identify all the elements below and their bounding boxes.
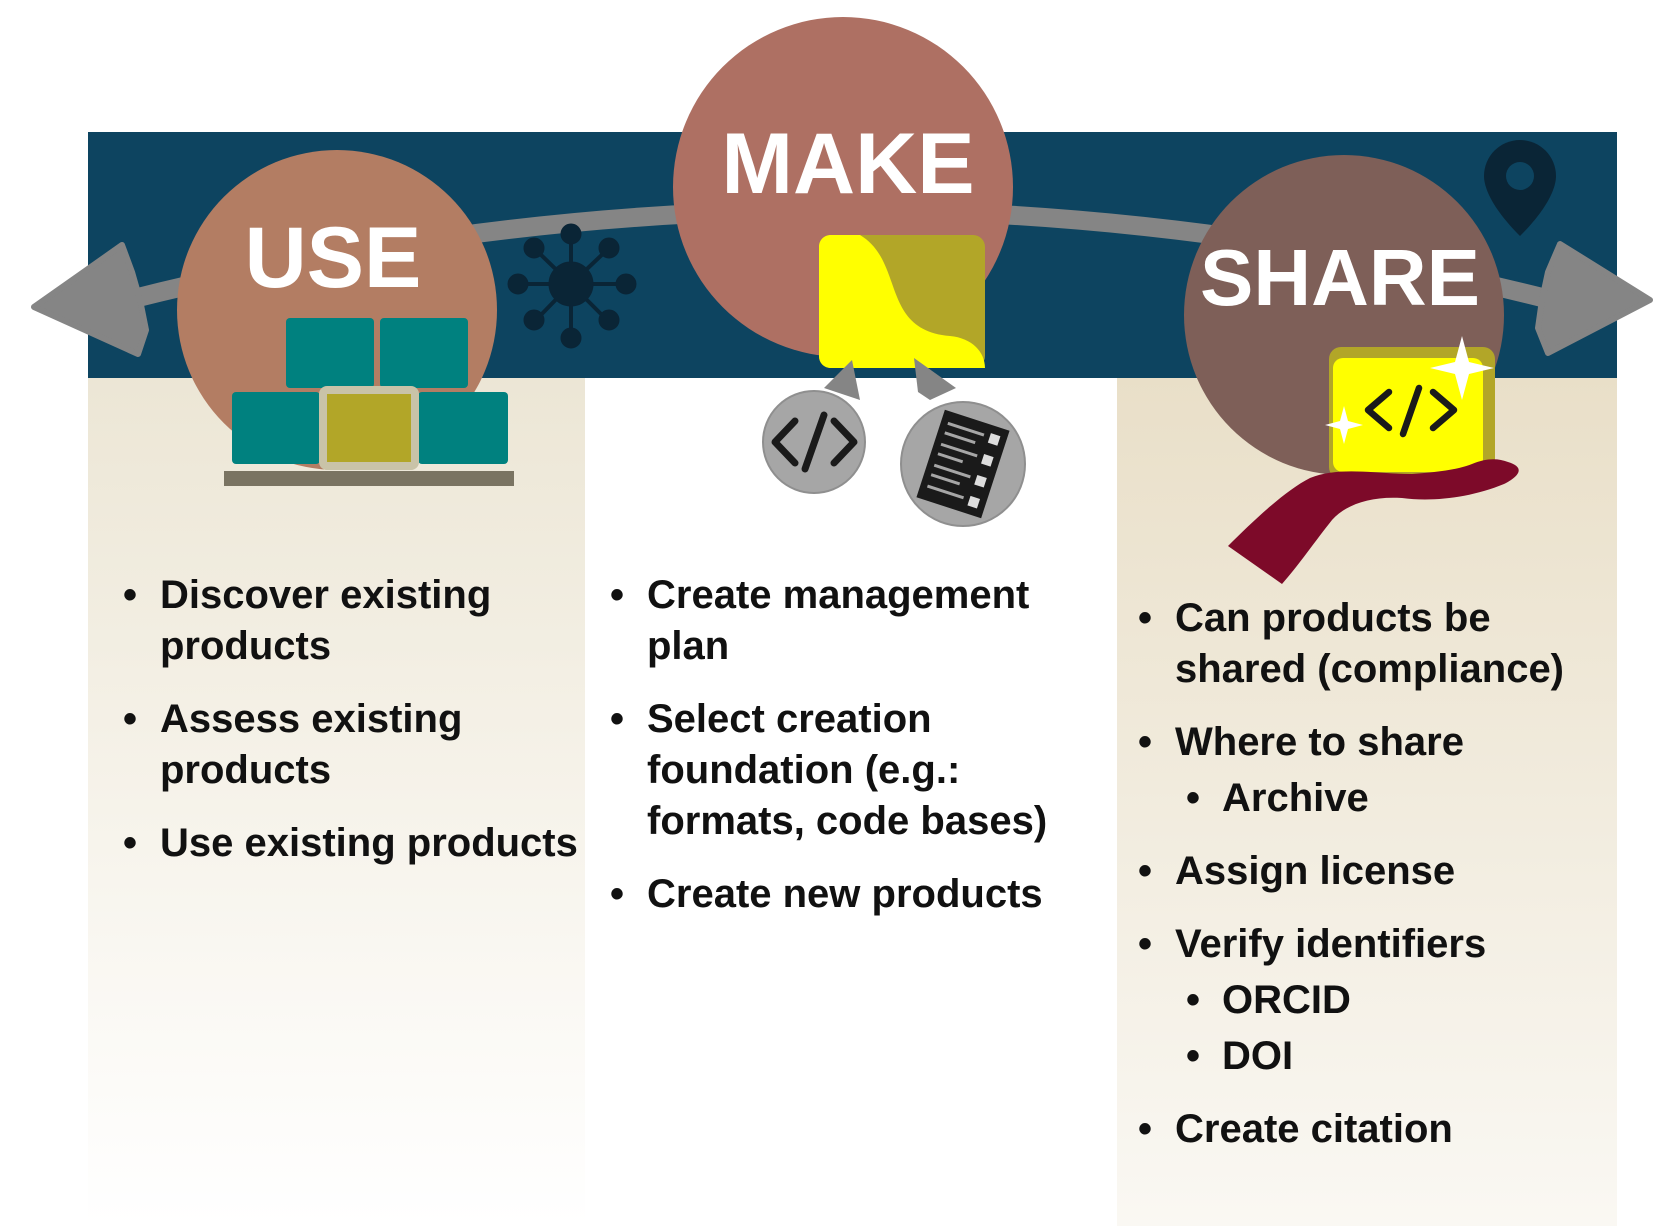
make-branch-arrows xyxy=(824,358,956,400)
list-item: Can products be shared (compliance) xyxy=(1138,593,1616,695)
use-label: USE xyxy=(245,210,422,306)
share-label: SHARE xyxy=(1200,233,1480,322)
list-item: Create management plan xyxy=(610,570,1115,672)
make-task-list: Create management plan Select creation f… xyxy=(610,570,1115,920)
code-icon xyxy=(762,390,866,494)
arrow-head-left xyxy=(31,242,149,357)
sub-list-item: DOI xyxy=(1186,1031,1616,1082)
list-item: Use existing products xyxy=(123,818,583,869)
sub-list: Archive xyxy=(1175,773,1616,824)
sub-list-item: Archive xyxy=(1186,773,1616,824)
list-item: Create new products xyxy=(610,869,1115,920)
arrow-head-right xyxy=(1535,241,1653,356)
stacked-blocks-icon xyxy=(224,318,514,486)
list-item: Where to share Archive xyxy=(1138,717,1616,824)
list-item: Discover existing products xyxy=(123,570,583,672)
list-item: Assess existing products xyxy=(123,694,583,796)
make-label: MAKE xyxy=(721,116,974,212)
checklist-icon xyxy=(900,401,1026,527)
list-item: Create citation xyxy=(1138,1104,1616,1155)
network-hub-icon xyxy=(507,223,637,349)
sub-list-item: ORCID xyxy=(1186,975,1616,1026)
location-pin-icon xyxy=(1484,140,1556,236)
use-task-list: Discover existing products Assess existi… xyxy=(123,570,583,869)
list-item: Select creation foundation (e.g.: format… xyxy=(610,694,1115,847)
sub-list: ORCID DOI xyxy=(1175,975,1616,1082)
hand-holding-code-icon xyxy=(1228,336,1519,584)
list-item: Assign license xyxy=(1138,846,1616,897)
share-task-list: Can products be shared (compliance) Wher… xyxy=(1138,593,1616,1155)
list-item: Verify identifiers ORCID DOI xyxy=(1138,919,1616,1082)
use-column-background xyxy=(88,375,585,1226)
document-icon xyxy=(819,235,985,368)
